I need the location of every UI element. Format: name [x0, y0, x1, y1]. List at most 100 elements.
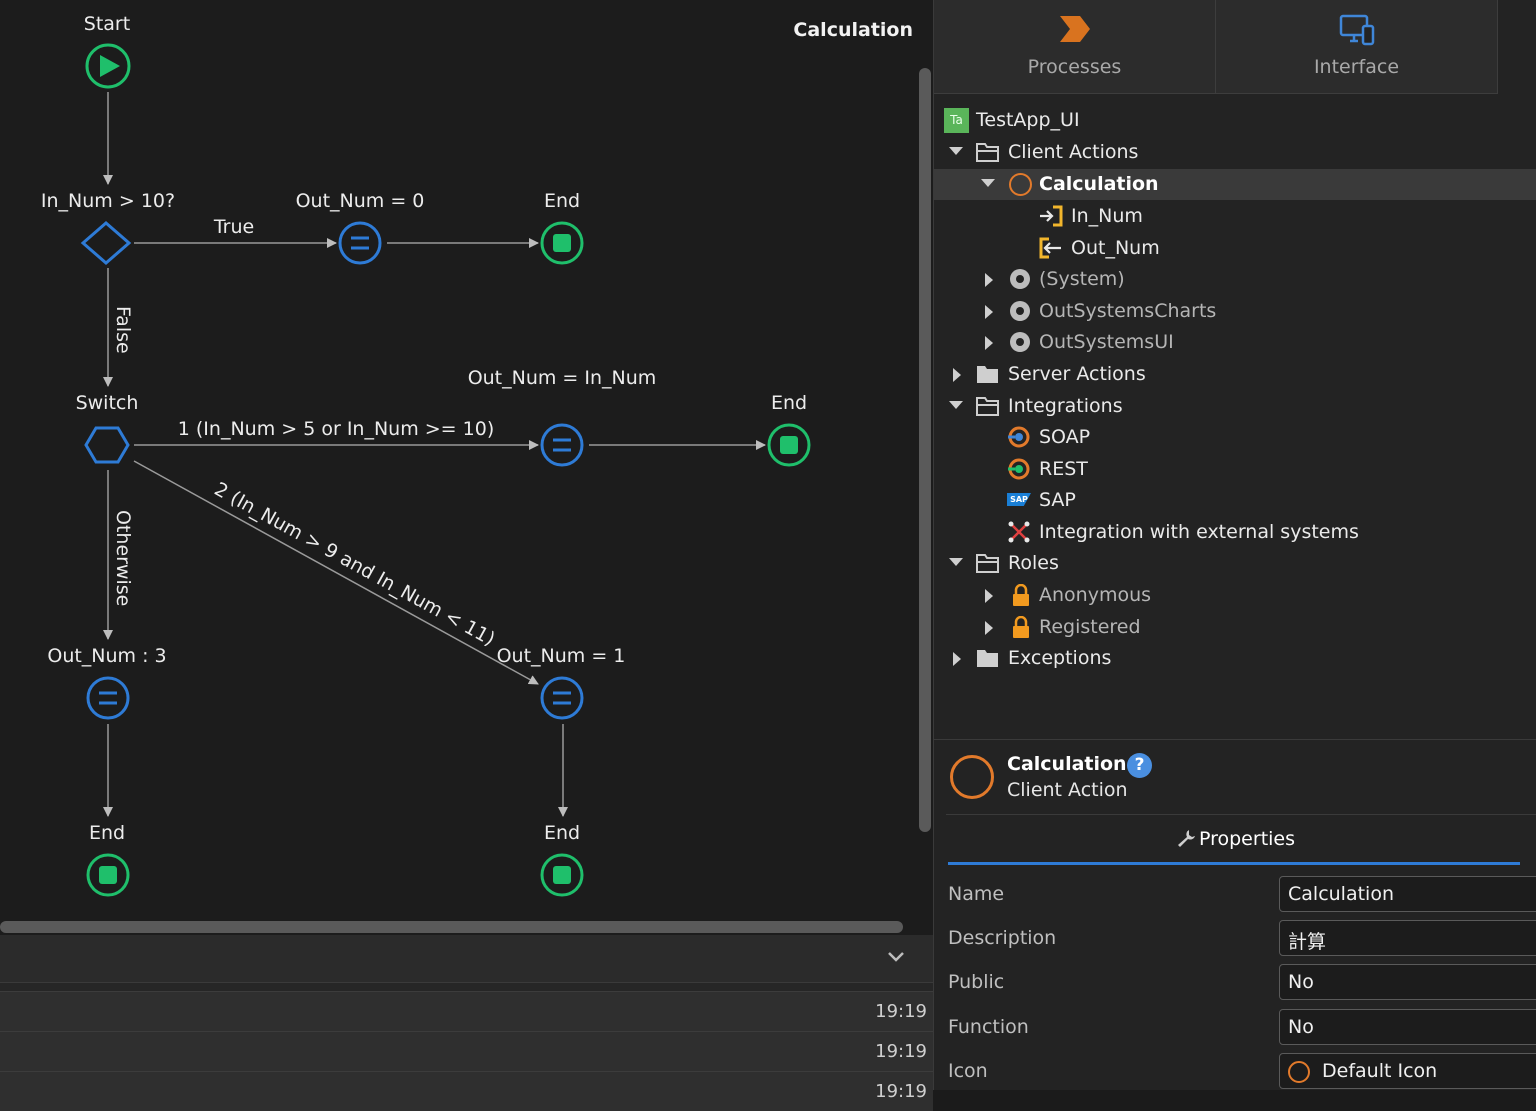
- tree-item-system[interactable]: (System): [934, 264, 1536, 295]
- soap-icon: [1008, 426, 1030, 448]
- input-parameter-icon: [1040, 205, 1063, 227]
- edge-case2[interactable]: [133, 460, 539, 685]
- tree-item-roles[interactable]: Roles: [934, 548, 1536, 579]
- name-value: Calculation: [1288, 883, 1394, 905]
- assign-top-node[interactable]: [338, 221, 382, 265]
- icon-select[interactable]: Default Icon: [1279, 1053, 1536, 1089]
- tree-item-soap[interactable]: SOAP: [934, 422, 1536, 453]
- default-icon: [1288, 1061, 1310, 1083]
- switch-label: Switch: [76, 392, 139, 414]
- flow-diagram[interactable]: Start In_Num > 10? True False Out_Num = …: [0, 0, 933, 935]
- assign-right-label: Out_Num = 1: [497, 645, 626, 667]
- assign-mid-node[interactable]: [540, 423, 584, 467]
- log-row[interactable]: 19:19: [0, 991, 933, 1031]
- app-icon: Ta: [944, 108, 969, 133]
- prop-label-name: Name: [948, 883, 1005, 905]
- tree-item-in-num[interactable]: In_Num: [934, 201, 1536, 232]
- chevron-right-icon[interactable]: [953, 368, 961, 382]
- sap-icon: SAP: [1007, 493, 1031, 506]
- chevron-right-icon[interactable]: [985, 621, 993, 635]
- output-panel-header[interactable]: [0, 935, 933, 983]
- chevron-down-icon[interactable]: [887, 950, 905, 964]
- chevron-down-icon[interactable]: [949, 401, 963, 409]
- chevron-right-icon[interactable]: [985, 589, 993, 603]
- tree-item-exceptions[interactable]: Exceptions: [934, 643, 1536, 674]
- tree-item-server-actions[interactable]: Server Actions: [934, 359, 1536, 390]
- edge-case2-label: 2 (In_Num > 9 and In_Num < 11): [211, 478, 499, 650]
- tab-properties-label: Properties: [1198, 828, 1296, 850]
- start-label: Start: [84, 13, 130, 35]
- tree-item-calculation[interactable]: Calculation: [934, 169, 1536, 200]
- prop-label-icon: Icon: [948, 1060, 988, 1082]
- start-node[interactable]: [85, 43, 131, 89]
- stop-icon: [553, 866, 571, 884]
- output-panel: 19:19 19:19 19:19: [0, 935, 933, 1111]
- chevron-right-icon[interactable]: [985, 273, 993, 287]
- log-row[interactable]: 19:19: [0, 1031, 933, 1071]
- chevron-down-icon[interactable]: [949, 147, 963, 155]
- function-select[interactable]: No: [1279, 1009, 1536, 1045]
- tree-item-integrations[interactable]: Integrations: [934, 391, 1536, 422]
- edge-case1-label: 1 (In_Num > 5 or In_Num >= 10): [178, 418, 494, 440]
- equals-icon: [351, 236, 369, 250]
- end-right-node[interactable]: [540, 853, 584, 897]
- assign-top-label: Out_Num = 0: [296, 190, 425, 212]
- prop-label-public: Public: [948, 971, 1005, 993]
- stop-icon: [99, 866, 117, 884]
- help-icon[interactable]: ?: [1127, 753, 1152, 778]
- assign-right-node[interactable]: [540, 676, 584, 720]
- tree-item-anonymous[interactable]: Anonymous: [934, 580, 1536, 611]
- processes-icon: [1059, 16, 1090, 42]
- equals-icon: [99, 691, 117, 705]
- integration-icon: [1008, 521, 1030, 543]
- horizontal-scrollbar[interactable]: [0, 921, 903, 933]
- folder-open-icon: [976, 397, 999, 416]
- tree-item-external-systems[interactable]: Integration with external systems: [934, 517, 1536, 548]
- tree-item-rest[interactable]: REST: [934, 454, 1536, 485]
- tree-item-label: Exceptions: [1008, 647, 1112, 669]
- play-icon: [100, 55, 120, 77]
- tree-item-outsystems-ui[interactable]: OutSystemsUI: [934, 327, 1536, 358]
- tree-item-registered[interactable]: Registered: [934, 612, 1536, 643]
- client-action-icon: [1009, 173, 1032, 196]
- output-parameter-icon: [1039, 237, 1061, 259]
- chevron-right-icon[interactable]: [953, 652, 961, 666]
- prop-label-function: Function: [948, 1016, 1029, 1038]
- public-select[interactable]: No: [1279, 964, 1536, 1000]
- end-top-node[interactable]: [540, 221, 584, 265]
- tree-item-label: Integration with external systems: [1039, 521, 1359, 543]
- equals-icon: [553, 438, 571, 452]
- tree-item-app[interactable]: Ta TestApp_UI: [934, 105, 1536, 136]
- if-node[interactable]: [80, 221, 132, 265]
- switch-node[interactable]: [84, 426, 130, 464]
- vertical-scrollbar[interactable]: [919, 68, 931, 832]
- assign-left-node[interactable]: [86, 676, 130, 720]
- log-time: 19:19: [875, 1001, 927, 1022]
- tree-item-sap[interactable]: SAP SAP: [934, 485, 1536, 516]
- end-left-node[interactable]: [86, 853, 130, 897]
- right-panel: Processes Interface Ta TestApp_UI Client…: [933, 0, 1536, 1090]
- chevron-down-icon[interactable]: [949, 558, 963, 566]
- tab-properties[interactable]: Properties: [948, 820, 1520, 865]
- element-type: Client Action: [1007, 779, 1128, 801]
- tree-item-label: Integrations: [1008, 395, 1123, 417]
- lock-icon: [1013, 584, 1029, 606]
- tree-item-label: TestApp_UI: [976, 109, 1080, 131]
- tree-item-client-actions[interactable]: Client Actions: [934, 137, 1536, 168]
- chevron-right-icon[interactable]: [985, 305, 993, 319]
- tab-interface[interactable]: Interface: [1216, 0, 1498, 94]
- tree-item-outsystems-charts[interactable]: OutSystemsCharts: [934, 296, 1536, 327]
- name-field[interactable]: Calculation: [1279, 876, 1536, 912]
- tree-item-out-num[interactable]: Out_Num: [934, 233, 1536, 264]
- tab-processes[interactable]: Processes: [934, 0, 1216, 94]
- chevron-down-icon[interactable]: [981, 179, 995, 187]
- chevron-right-icon[interactable]: [985, 336, 993, 350]
- flow-canvas[interactable]: Start In_Num > 10? True False Out_Num = …: [0, 0, 933, 935]
- description-field[interactable]: 計算: [1279, 920, 1536, 956]
- folder-icon: [977, 650, 998, 667]
- tree-item-label: Anonymous: [1039, 584, 1152, 606]
- folder-open-icon: [976, 554, 999, 573]
- end-mid-node[interactable]: [767, 423, 811, 467]
- log-row[interactable]: 19:19: [0, 1071, 933, 1111]
- tree-item-label: (System): [1039, 268, 1125, 290]
